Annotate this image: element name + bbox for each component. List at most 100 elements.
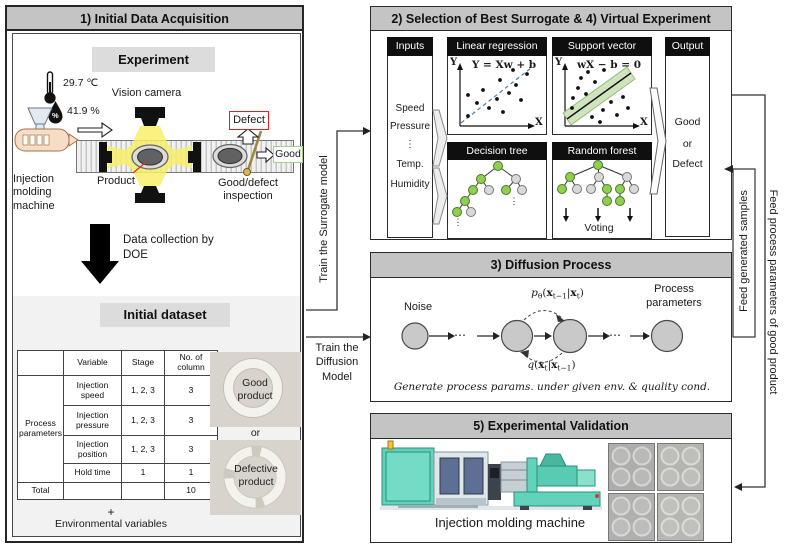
defective-product-caption: Defective product [234, 463, 278, 489]
q-label: q(xt|xt−1) [499, 359, 604, 373]
machine-caption: Injection molding machine [13, 173, 55, 212]
table-row: Injection position 1, 2, 3 3 [18, 435, 218, 464]
p-symbol: p [531, 287, 538, 299]
humidity-drop-icon [48, 101, 63, 124]
defective-product-ring [223, 445, 287, 509]
x-symbol: x [546, 287, 553, 299]
tree-ellipsis: ⋮ [453, 217, 463, 227]
bar: | [566, 287, 571, 299]
svm-y-axis-label: Y [555, 57, 563, 68]
support-vector-header: Support vector [552, 37, 652, 56]
doe-caption: Data collection by DOE [123, 234, 214, 261]
paren: ) [579, 287, 584, 299]
noise-label: Noise [403, 301, 433, 313]
initial-dataset-table: Variable Stage No. of column Process par… [17, 350, 218, 500]
output-good: Good [674, 116, 701, 128]
x-symbol: x [511, 329, 519, 343]
x-subscript: T [415, 335, 422, 345]
total-label: Total [17, 482, 64, 500]
process-parameters-label: Process parameters [646, 283, 702, 309]
output-or: or [682, 138, 693, 150]
cell-stage: 1, 2, 3 [121, 435, 165, 464]
lr-equation: Y = Xw + b [471, 59, 537, 71]
lr-x-axis-label: X [535, 117, 543, 128]
col-columns: No. of column [164, 350, 218, 376]
tree-ellipsis: ⋮ [509, 196, 519, 206]
output-defect: Defect [672, 158, 703, 170]
cell-variable: Injection speed [63, 375, 122, 406]
forest-nodes [557, 160, 639, 206]
diffusion-caption: Generate process params. under given env… [393, 381, 711, 393]
inputs-box [387, 37, 433, 238]
sample-photo [608, 443, 655, 491]
plus-sign: + [107, 505, 115, 519]
q-symbol: q [527, 359, 535, 371]
output-box [665, 37, 710, 237]
random-forest-graphic [557, 160, 639, 222]
train-surrogate-line [306, 130, 363, 311]
input-item-temp: Temp. [396, 159, 424, 170]
initial-dataset-label: Initial dataset [100, 303, 230, 327]
p-theta-label: pθ(xt−1|xt) [500, 287, 615, 301]
svm-x-axis-label: X [640, 117, 648, 128]
x-symbol: x [559, 329, 566, 343]
output-header: Output [665, 37, 710, 56]
defect-tag: Defect [229, 111, 269, 130]
x-subscript: t−1 [565, 335, 581, 345]
input-item-humidity: Humidity [390, 179, 430, 190]
x-symbol: x [408, 329, 416, 343]
vision-camera-side-icons [99, 142, 201, 172]
inputs-header: Inputs [387, 37, 433, 56]
good-right-arrow [256, 146, 275, 164]
experiment-label: Experiment [92, 47, 215, 72]
input-item-pressure: Pressure [389, 121, 430, 132]
voting-label: Voting [584, 222, 614, 234]
train-surrogate-label: Train the Surrogate model [318, 155, 330, 283]
x-symbol: x [570, 287, 577, 299]
good-tag: Good [273, 146, 303, 163]
vision-camera-top-icon [135, 107, 165, 126]
product-pointer-line [132, 162, 146, 174]
bar: | [547, 359, 552, 371]
x-subscript: t [518, 335, 523, 345]
input-items-ellipsis: ⋮ [405, 139, 415, 150]
linear-regression-plot [457, 63, 535, 129]
chain-ellipsis: ⋯ [609, 328, 621, 342]
paren: ( [534, 359, 539, 371]
x-subscript: t [544, 363, 548, 373]
good-product-photo: Good product [210, 352, 301, 427]
x-subscript: 0 [667, 335, 674, 345]
product-at-inspection [212, 143, 248, 169]
x-symbol: x [538, 359, 545, 371]
doe-down-arrow [81, 224, 119, 284]
diffusion-node-label-xT: xT [401, 329, 429, 345]
thermometer-icon [44, 71, 56, 104]
feed-params-label: Feed process parameters of good product [767, 189, 779, 395]
temperature-value: 29.7 ℃ [63, 77, 99, 89]
flow-right-arrow [77, 121, 113, 139]
product-caption: Product [97, 175, 135, 187]
panel1-title: 1) Initial Data Acquisition [5, 5, 304, 31]
panel5-title: 5) Experimental Validation [370, 413, 732, 439]
vision-camera-label: Vision camera [111, 87, 182, 99]
paren: ( [542, 287, 547, 299]
x-subscript: t−1 [552, 291, 567, 301]
vision-camera-bottom-icon [135, 186, 165, 203]
svm-equation: wX − b = 0 [576, 59, 642, 71]
random-forest-header: Random forest [552, 142, 652, 160]
total-value: 10 [164, 482, 218, 500]
good-product-ring [224, 359, 282, 417]
sample-photo [608, 493, 655, 541]
validation-machine-caption: Injection molding machine [434, 515, 586, 530]
cell-stage: 1, 2, 3 [121, 405, 165, 436]
table-header-row: Variable Stage No. of column [17, 350, 218, 376]
paren: ) [571, 359, 576, 371]
diffusion-node-label-xt: xt [503, 329, 531, 345]
input-item-speed: Speed [395, 103, 425, 114]
or-label: or [250, 427, 261, 439]
cell-stage: 1, 2, 3 [121, 375, 165, 406]
cell-stage: 1 [121, 463, 165, 483]
col-stage: Stage [121, 350, 165, 376]
injection-machine-icon [14, 107, 79, 152]
